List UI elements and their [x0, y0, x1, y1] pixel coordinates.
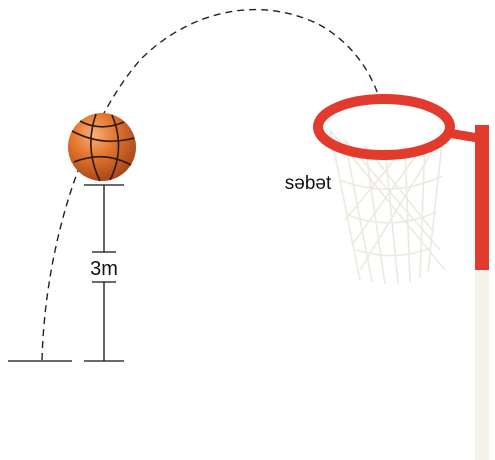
- basketball-net: [329, 129, 446, 285]
- hoop-pole: [475, 125, 489, 460]
- basketball-icon: [68, 113, 136, 182]
- basketball-hoop-icon: [313, 94, 483, 160]
- trajectory-path: [41, 8, 381, 361]
- height-measure: 3m: [84, 184, 124, 362]
- basket-label: səbət: [285, 173, 332, 194]
- height-label: 3m: [90, 258, 118, 280]
